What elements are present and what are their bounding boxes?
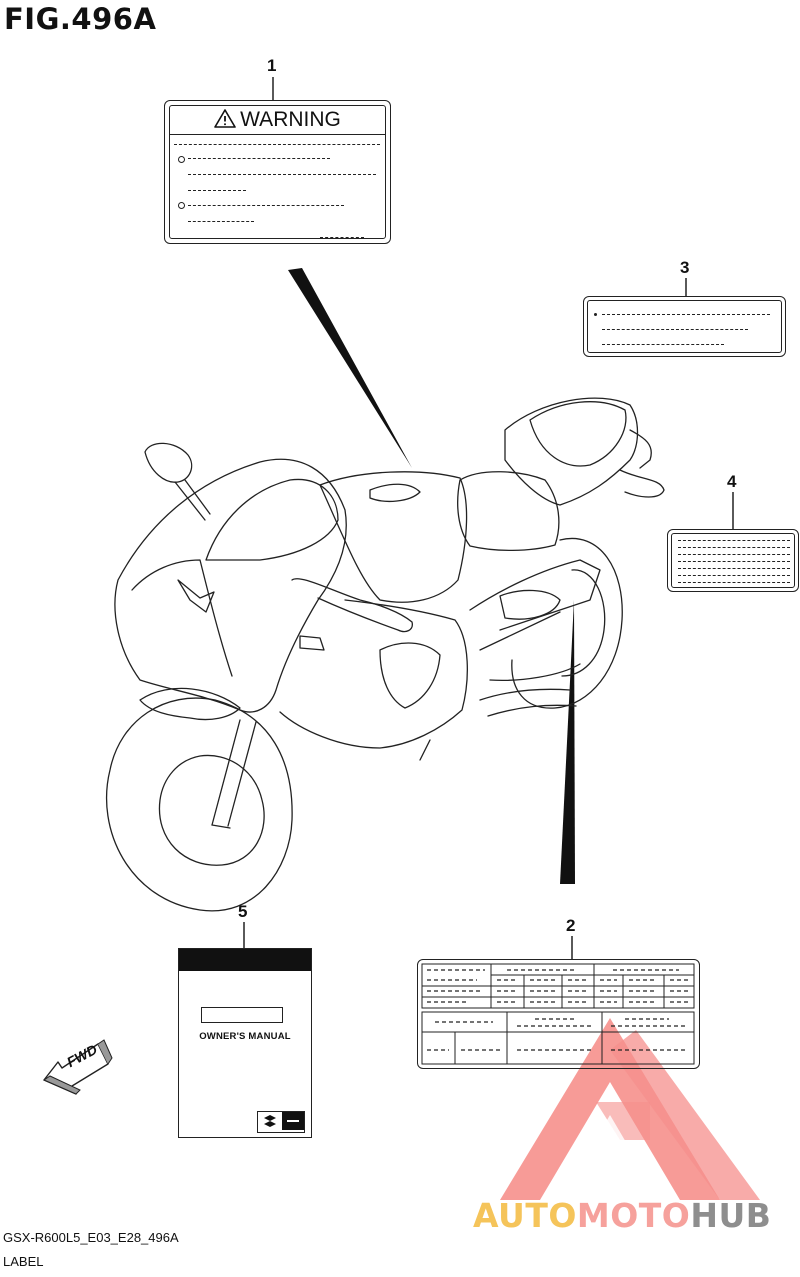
suzuki-logo-icon (257, 1111, 305, 1133)
label-2-grid (421, 963, 694, 1064)
manual-header-band (179, 949, 311, 971)
watermark-moto: MOTO (576, 1196, 691, 1235)
leader-lines (243, 77, 734, 960)
callout-5: 5 (238, 902, 248, 921)
callout-4: 4 (727, 472, 737, 491)
manual-title-box (201, 1007, 283, 1023)
watermark-logo-icon (500, 1018, 760, 1200)
warning-heading-text: WARNING (240, 108, 341, 131)
callout-3: 3 (680, 258, 690, 277)
manual-title: OWNER'S MANUAL (199, 1031, 291, 1042)
pointer-wedge-1 (288, 268, 412, 468)
figure-code: GSX-R600L5_E03_E28_496A (3, 1230, 179, 1245)
warning-triangle-icon (214, 109, 236, 128)
label-4 (667, 529, 799, 592)
warning-heading: WARNING (170, 106, 385, 135)
watermark-text: AUTOMOTOHUB (473, 1196, 771, 1235)
pointer-wedge-2 (560, 600, 575, 884)
figure-title: FIG.496A (4, 2, 157, 36)
figure-section: LABEL (3, 1254, 44, 1269)
watermark-auto: AUTO (473, 1196, 577, 1235)
callout-1: 1 (267, 56, 277, 75)
motorcycle-drawing (105, 397, 665, 912)
warning-label: WARNING (164, 100, 391, 244)
warning-label-inner: WARNING (169, 105, 386, 239)
label-3 (583, 296, 786, 357)
fwd-arrow-icon (42, 1039, 113, 1095)
callout-2: 2 (566, 916, 576, 935)
owners-manual: OWNER'S MANUAL (178, 948, 312, 1138)
watermark-hub: HUB (690, 1196, 772, 1235)
label-2 (417, 959, 700, 1069)
